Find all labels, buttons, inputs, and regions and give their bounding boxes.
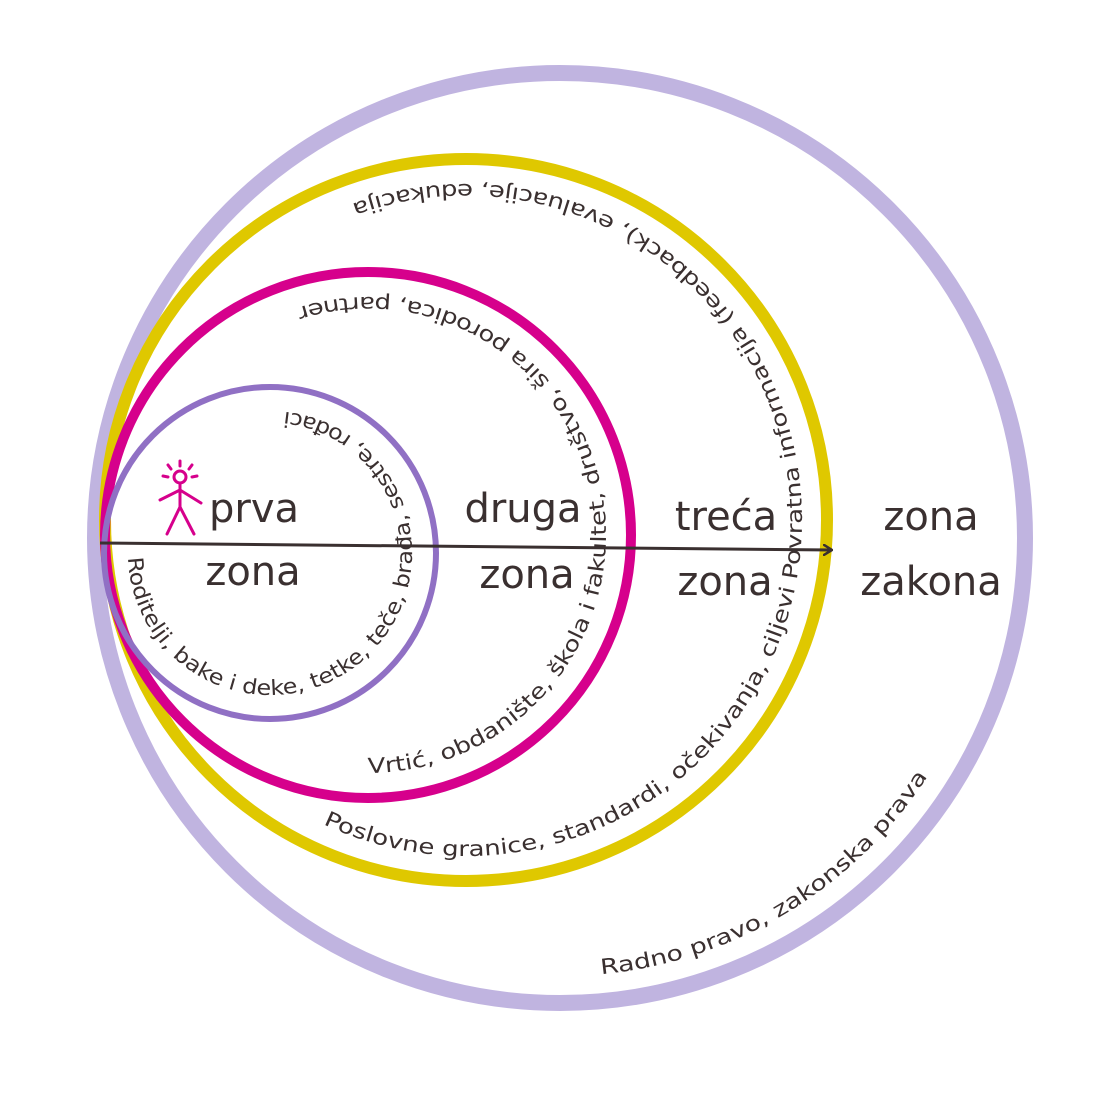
zone-3-title: treća [675, 494, 777, 540]
zone-4-subtitle: zakona [860, 559, 1002, 605]
zone-first-ring [101, 384, 439, 722]
zone-4-title: zona [883, 494, 978, 540]
person-icon [158, 459, 203, 536]
zone-law-ring [87, 65, 1033, 1011]
zone-1-subtitle: zona [205, 549, 300, 595]
arrow-right-icon [99, 541, 832, 550]
zone-second-ring [100, 267, 636, 803]
zone-1-title: prva [209, 486, 299, 532]
zone-3-subtitle: zona [677, 559, 772, 605]
zone-2-subtitle: zona [479, 552, 574, 598]
zone-2-title: druga [464, 486, 581, 532]
